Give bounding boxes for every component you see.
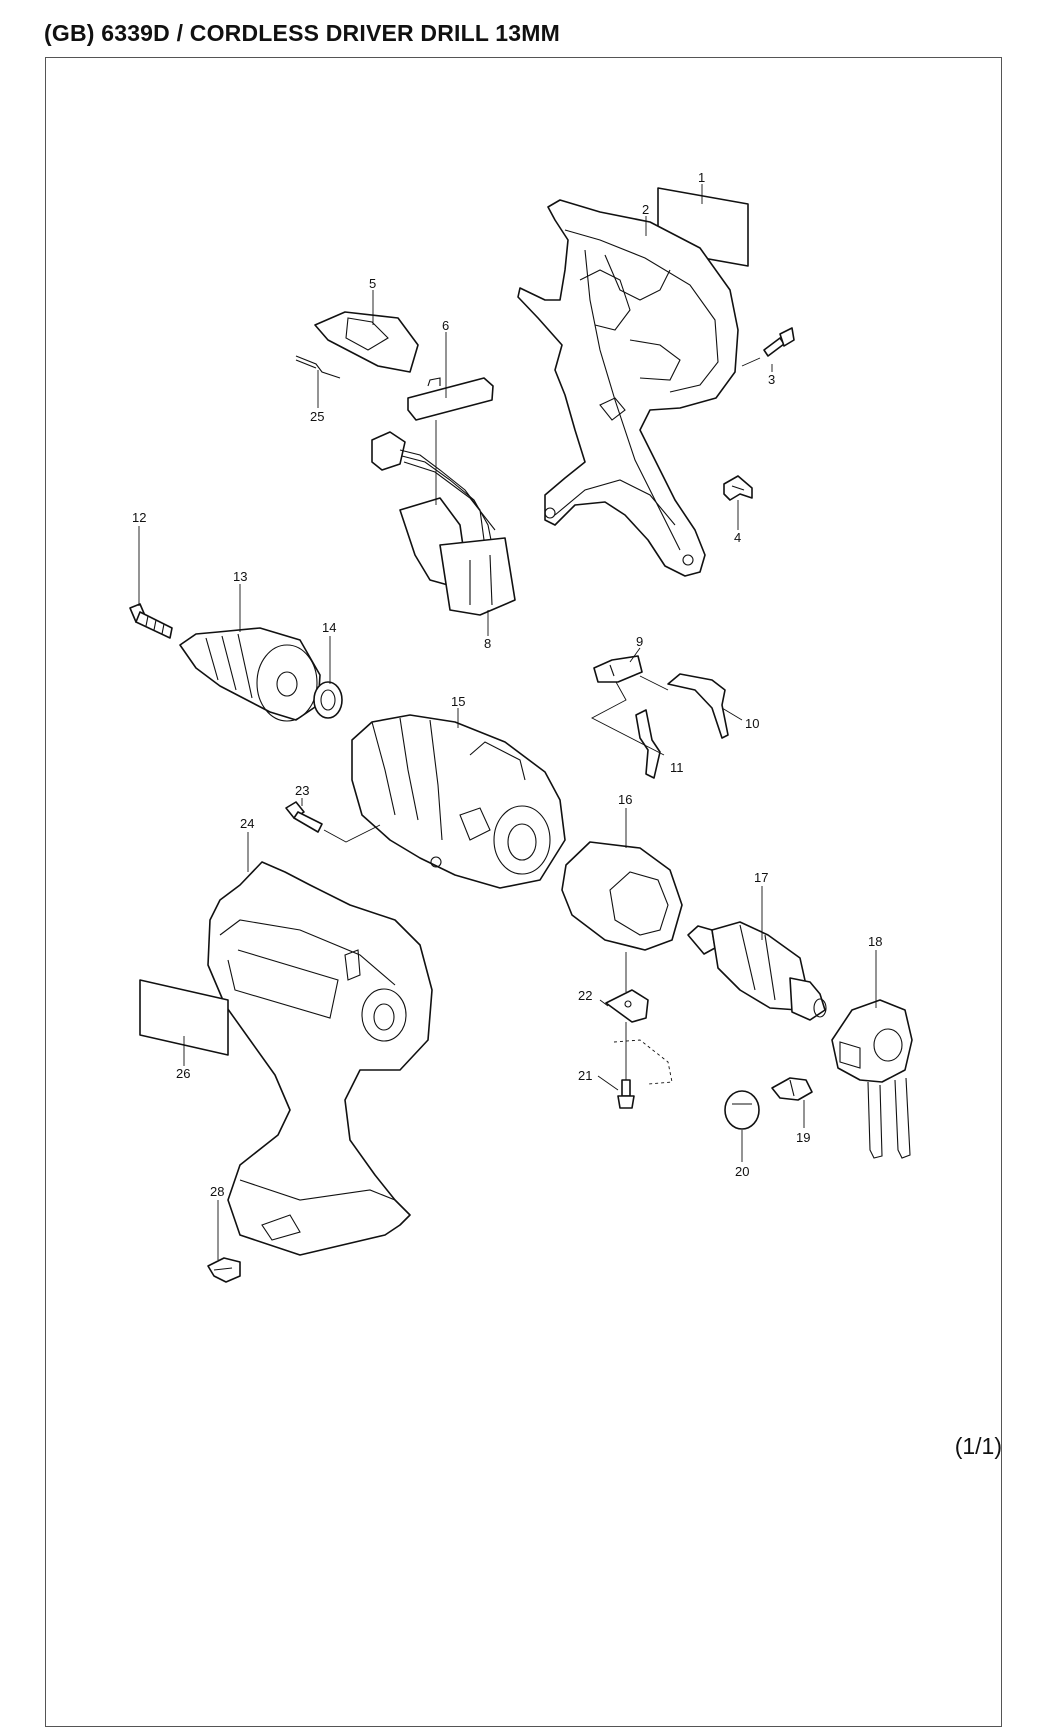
callout-25: 25 (310, 409, 324, 424)
callout-22: 22 (578, 988, 592, 1003)
callout-28: 28 (210, 1184, 224, 1199)
callout-10: 10 (745, 716, 759, 731)
callout-20: 20 (735, 1164, 749, 1179)
part-20-brush-cap[interactable] (724, 1090, 760, 1130)
callout-labels: 1 2 3 4 5 6 8 9 10 11 12 13 14 15 16 17 … (132, 170, 882, 1199)
callout-2: 2 (642, 202, 649, 217)
part-3-screw[interactable] (763, 327, 795, 357)
part-17-armature[interactable] (687, 921, 827, 1021)
part-24-housing-left[interactable] (207, 861, 433, 1256)
part-12-screw[interactable] (129, 603, 173, 639)
leader-lines (138, 184, 877, 1260)
part-22-plate[interactable] (605, 989, 649, 1023)
callout-19: 19 (796, 1130, 810, 1145)
part-15-gear-assembly[interactable] (351, 714, 566, 889)
callout-17: 17 (754, 870, 768, 885)
part-8-switch[interactable] (371, 431, 516, 616)
callout-8: 8 (484, 636, 491, 651)
part-6-reversing-lever[interactable] (407, 377, 494, 421)
callout-26: 26 (176, 1066, 190, 1081)
part-4-clip[interactable] (723, 475, 753, 501)
callout-3: 3 (768, 372, 775, 387)
part-16-field[interactable] (561, 841, 683, 951)
part-10-bracket[interactable] (667, 673, 729, 739)
part-19-carbon-brush[interactable] (771, 1077, 813, 1101)
callout-14: 14 (322, 620, 336, 635)
part-9-brush-holder[interactable] (593, 655, 643, 683)
callout-21: 21 (578, 1068, 592, 1083)
callout-1: 1 (698, 170, 705, 185)
part-11-terminal[interactable] (635, 709, 661, 779)
callout-5: 5 (369, 276, 376, 291)
part-18-fan-baffle[interactable] (831, 999, 913, 1159)
part-28-clip[interactable] (207, 1257, 241, 1283)
callout-4: 4 (734, 530, 741, 545)
exploded-parts-diagram: 1 2 3 4 5 6 8 9 10 11 12 13 14 15 16 17 … (129, 170, 913, 1283)
part-25-spring[interactable] (295, 355, 341, 379)
callout-6: 6 (442, 318, 449, 333)
part-2-housing-right[interactable] (517, 199, 739, 577)
page-number: (1/1) (954, 1433, 1002, 1459)
callout-15: 15 (451, 694, 465, 709)
callout-13: 13 (233, 569, 247, 584)
part-21-screw[interactable] (613, 1039, 673, 1109)
part-26-label[interactable] (139, 979, 229, 1056)
part-5-switch-cover[interactable] (314, 311, 419, 373)
part-13-chuck[interactable] (179, 627, 321, 722)
page-title: (GB) 6339D / CORDLESS DRIVER DRILL 13MM (44, 20, 561, 46)
callout-12: 12 (132, 510, 146, 525)
callout-11: 11 (670, 760, 684, 775)
callout-24: 24 (240, 816, 254, 831)
part-14-washer[interactable] (313, 681, 343, 719)
callout-16: 16 (618, 792, 632, 807)
callout-18: 18 (868, 934, 882, 949)
part-23-screw[interactable] (285, 801, 323, 833)
callout-23: 23 (295, 783, 309, 798)
callout-9: 9 (636, 634, 643, 649)
